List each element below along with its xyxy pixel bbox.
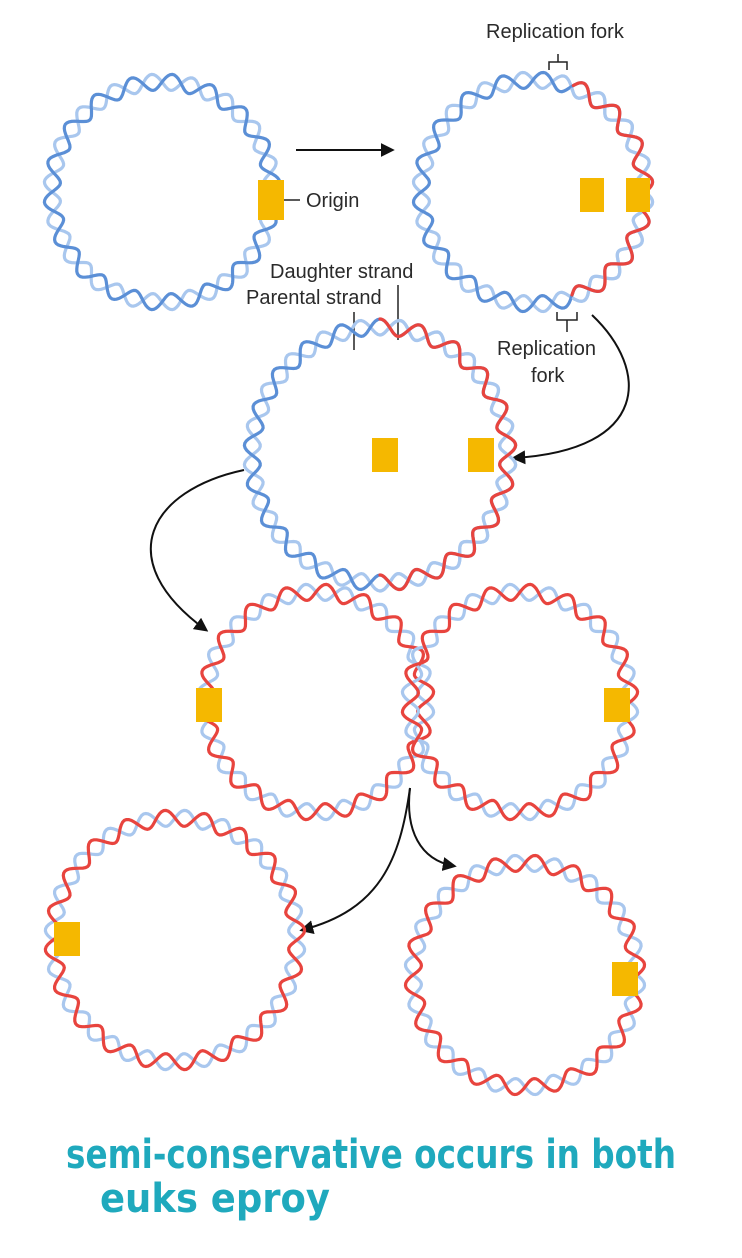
arrow-stage4-to-stage5-right — [408, 787, 457, 871]
stage4-left-circle — [196, 582, 436, 822]
origin-marker-stage2-a — [580, 178, 604, 212]
handwritten-note-line2: euks eproy — [100, 1176, 330, 1222]
stage3-daughter-arc — [378, 317, 518, 593]
origin-label: Origin — [306, 190, 359, 212]
replication-fork-bottom-label-line1: Replication — [497, 338, 596, 360]
origin-marker — [258, 180, 284, 220]
origin-marker-stage4-b — [604, 688, 630, 722]
stage4-right-circle — [400, 582, 640, 822]
stage2-parental-circle — [411, 70, 655, 314]
parental-strand-label: Parental strand — [246, 287, 382, 309]
replication-fork-bottom-label-line2: fork — [531, 365, 565, 387]
replication-fork-bottom-bracket — [556, 312, 578, 332]
handwritten-note-line1: semi-conservative occurs in both — [66, 1132, 676, 1178]
origin-marker-stage5-b — [612, 962, 638, 996]
replication-fork-top-bracket — [548, 54, 568, 70]
daughter-strand-label: Daughter strand — [270, 261, 413, 283]
origin-marker-stage3-a — [372, 438, 398, 472]
arrow-stage3-to-stage4 — [149, 469, 245, 632]
origin-marker-stage5-a — [54, 922, 80, 956]
origin-marker-stage2-b — [626, 178, 650, 212]
arrow-stage4-to-stage5-left — [299, 787, 411, 934]
stage5-left-circle — [43, 808, 307, 1072]
replication-fork-top-label: Replication fork — [486, 21, 625, 43]
arrow-stage2-to-stage3 — [511, 314, 630, 465]
stage5-right-circle — [403, 853, 647, 1097]
origin-marker-stage3-b — [468, 438, 494, 472]
origin-marker-stage4-a — [196, 688, 222, 722]
stage1-parental-circle — [42, 72, 282, 312]
